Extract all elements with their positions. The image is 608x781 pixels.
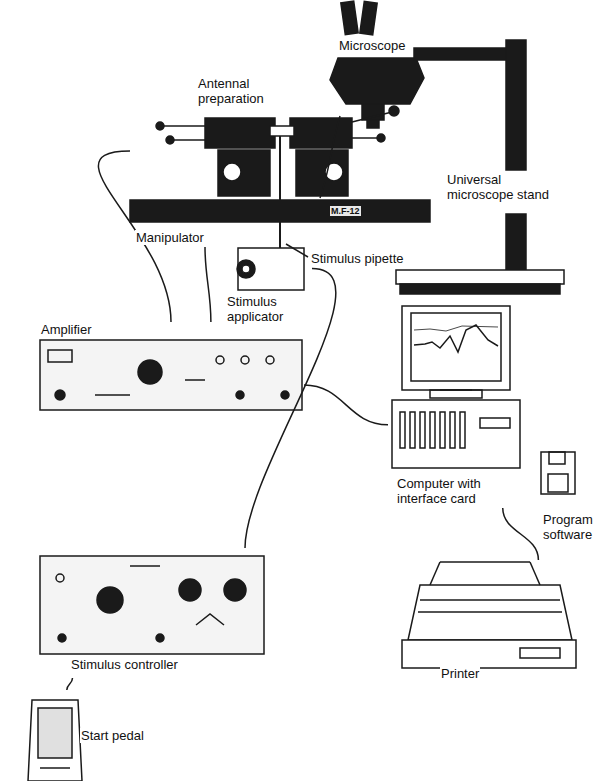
equipment-unit: Program software: [536, 448, 606, 544]
equipment-unit: Antennal preparation: [195, 76, 305, 116]
equipment-label: Stimulus applicator: [226, 294, 308, 324]
equipment-unit: Start pedal: [26, 690, 162, 780]
equipment-label: Start pedal: [80, 728, 145, 743]
equipment-label: Antennal preparation: [197, 76, 274, 106]
part-label: Stimulus pipette: [310, 251, 405, 266]
equipment-label: Printer: [440, 666, 480, 681]
equipment-unit: Stimulus controller: [38, 548, 268, 678]
equipment-label: Manipulator: [135, 230, 205, 245]
equipment-unit: Stimulus applicator: [222, 244, 312, 326]
card-slot: [440, 412, 445, 448]
card-slot: [430, 412, 435, 448]
card-slot: [460, 412, 465, 448]
equipment-label: Amplifier: [40, 322, 93, 337]
equipment-label: Microscope: [338, 38, 406, 53]
cable: [205, 247, 211, 322]
equipment-unit: Microscope: [328, 0, 428, 112]
equipment-unit: Universal microscope stand: [440, 40, 560, 290]
equipment-label: Computer with interface card: [396, 476, 498, 506]
cable: [304, 385, 388, 425]
equipment-unit: Manipulator: [130, 110, 430, 247]
card-slot: [450, 412, 455, 448]
equipment-label: Program software: [542, 512, 606, 542]
card-slot: [400, 412, 405, 448]
equipment-label: Stimulus controller: [70, 657, 179, 672]
equipment-unit: Printer: [398, 560, 578, 685]
card-slot: [420, 412, 425, 448]
card-slot: [410, 412, 415, 448]
equipment-unit: Computer with interface card: [388, 300, 523, 508]
model-number: M.F-12: [330, 206, 361, 216]
equipment-unit: Amplifier: [38, 322, 304, 412]
cable: [67, 678, 73, 690]
cable: [503, 508, 539, 560]
equipment-label: Universal microscope stand: [446, 172, 558, 202]
